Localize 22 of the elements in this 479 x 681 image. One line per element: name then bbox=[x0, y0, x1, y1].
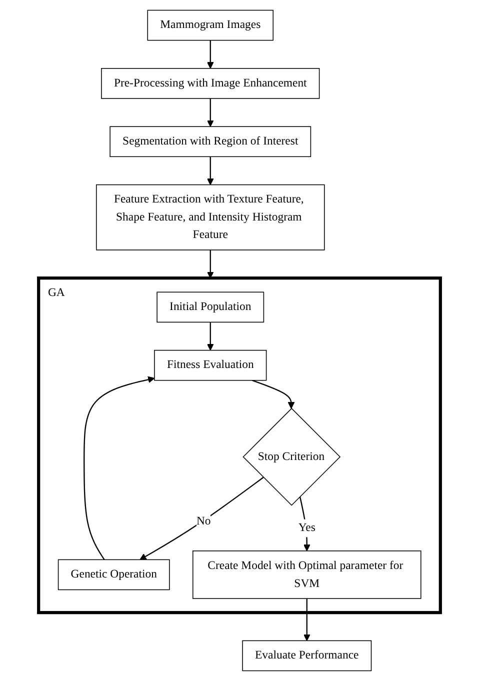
arrow bbox=[206, 250, 214, 278]
node-box: Fitness Evaluation bbox=[154, 350, 267, 381]
edge-label: No bbox=[196, 515, 211, 528]
node-box: Initial Population bbox=[156, 292, 264, 323]
node-box: Genetic Operation bbox=[58, 559, 170, 590]
arrow bbox=[206, 156, 214, 186]
node-diamond: Stop Criterion bbox=[242, 408, 341, 506]
node-box: Evaluate Performance bbox=[242, 640, 372, 672]
arrow bbox=[140, 476, 264, 560]
arrow bbox=[206, 40, 214, 69]
node-box: Feature Extraction with Texture Feature, Shape Feature, and Intensity Histogram Feature bbox=[96, 184, 325, 250]
arrow bbox=[206, 98, 214, 127]
node-box: Pre-Processing with Image Enhancement bbox=[101, 68, 320, 99]
edge-label: Yes bbox=[298, 522, 316, 534]
arrow bbox=[206, 322, 214, 351]
arrow bbox=[252, 380, 295, 409]
arrow bbox=[299, 496, 310, 552]
arrow bbox=[303, 598, 310, 641]
node-box: Segmentation with Region of Interest bbox=[110, 126, 312, 158]
node-box: Mammogram Images bbox=[147, 10, 274, 41]
node-box: Create Model with Optimal parameter for SVM bbox=[192, 550, 422, 599]
arrow bbox=[84, 376, 155, 560]
